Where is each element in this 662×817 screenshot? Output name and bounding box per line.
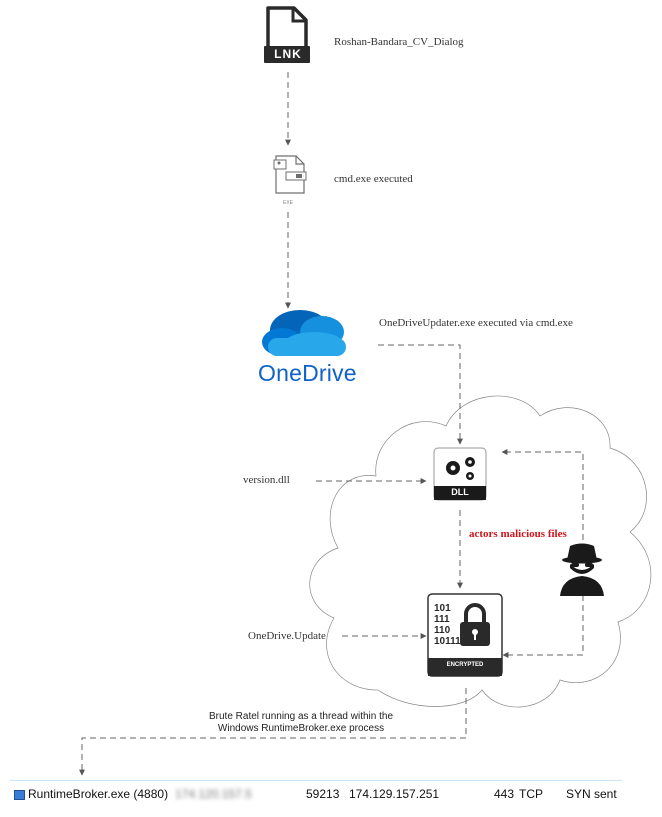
arrow-actor-to-dll bbox=[501, 449, 584, 540]
arrow-encrypted-to-runtimebroker bbox=[79, 688, 467, 776]
threat-actor-icon bbox=[560, 543, 604, 596]
malicious-files-label: actors malicious files bbox=[469, 528, 567, 540]
onedrive-wordmark: OneDrive bbox=[258, 360, 357, 386]
onedrive-updater-label: OneDriveUpdater.exe executed via cmd.exe bbox=[379, 317, 573, 329]
remote-port: 443 bbox=[494, 787, 515, 801]
lnk-file-label: Roshan-Bandara_CV_Dialog bbox=[334, 36, 464, 48]
remote-address: 174.129.157.251 bbox=[349, 787, 440, 801]
local-address-redacted: 174.120.157.5 bbox=[175, 787, 252, 801]
network-connection-row[interactable]: RuntimeBroker.exe (4880) 174.120.157.5 5… bbox=[10, 780, 622, 805]
connection-state: SYN sent bbox=[566, 787, 617, 801]
protocol: TCP bbox=[519, 787, 543, 801]
arrow-onedrive-to-dll bbox=[378, 344, 463, 445]
process-name: RuntimeBroker.exe (4880) bbox=[28, 787, 169, 801]
brute-ratel-line-1: Brute Ratel running as a thread within t… bbox=[209, 711, 393, 722]
encrypted-bit-row: 111 bbox=[434, 614, 450, 625]
dll-badge-text: DLL bbox=[451, 487, 469, 497]
encrypted-badge-text: ENCRYPTED bbox=[446, 662, 484, 668]
cloud-outline bbox=[309, 395, 652, 708]
brute-ratel-caption: Brute Ratel running as a thread within t… bbox=[170, 711, 432, 735]
local-port: 59213 bbox=[306, 787, 340, 801]
dll-file-icon bbox=[433, 447, 487, 501]
encrypted-bit-row: 110 bbox=[434, 625, 451, 636]
encrypted-bit-row: 101 bbox=[434, 603, 451, 614]
onedrive-update-label: OneDrive.Update bbox=[248, 630, 326, 642]
brute-ratel-line-2: Windows RuntimeBroker.exe process bbox=[217, 723, 385, 734]
encrypted-bit-row: 10111 bbox=[434, 636, 461, 647]
lnk-badge-text: LNK bbox=[274, 47, 302, 61]
exe-caption: EXE bbox=[283, 200, 294, 206]
onedrive-logo-icon bbox=[262, 310, 346, 356]
process-window-icon bbox=[14, 790, 25, 800]
exe-file-icon bbox=[273, 155, 307, 194]
version-dll-label: version.dll bbox=[243, 474, 290, 486]
encrypted-file-icon bbox=[427, 593, 503, 677]
arrow-actor-to-encrypted bbox=[502, 595, 584, 658]
lnk-file-icon bbox=[264, 6, 310, 63]
encrypted-bits: 101 111 110 10111 bbox=[434, 603, 461, 647]
cmd-executed-label: cmd.exe executed bbox=[334, 173, 413, 185]
